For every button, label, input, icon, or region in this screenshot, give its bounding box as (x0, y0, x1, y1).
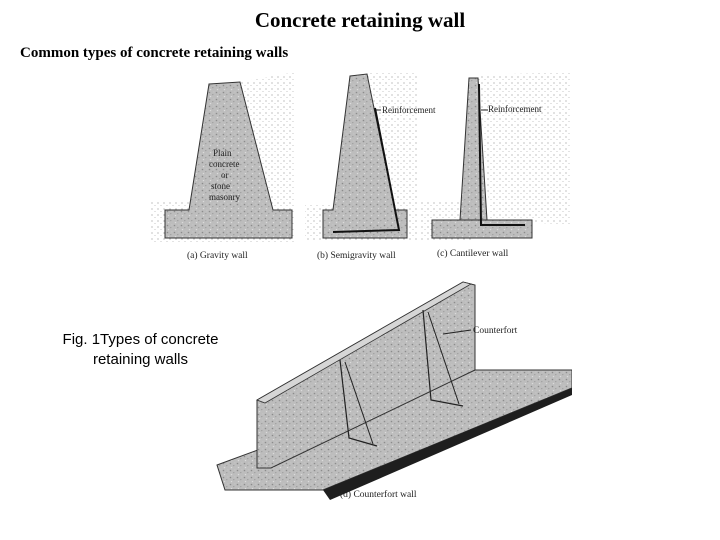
counterfort-rib-1 (339, 359, 378, 447)
gravity-material-line-3: or (221, 170, 229, 180)
gravity-wall-body (164, 81, 293, 239)
gravity-material-line-2: concrete (209, 159, 239, 169)
cantilever-backfill (478, 72, 570, 225)
gravity-wall-backfill (240, 72, 295, 230)
gravity-wall-caption: (a) Gravity wall (187, 250, 248, 261)
gravity-material-line-4: stone (211, 181, 230, 191)
counterfort-label: Counterfort (473, 325, 518, 336)
counterfort-rib-1-inner (344, 361, 374, 445)
cantilever-base-slab (431, 219, 533, 239)
counterfort-wall-diagram: Counterfort (d) Counterfort wall (215, 275, 572, 506)
semigravity-wall-caption: (b) Semigravity wall (317, 250, 396, 261)
retaining-walls-figure: Plain concrete or stone masonry (a) Grav… (145, 70, 572, 506)
semigravity-wall-diagram: Reinforcement (b) Semigravity wall (305, 72, 436, 261)
figure-caption-line-1: Fig. 1Types of concrete (62, 331, 219, 348)
cantilever-wall-caption: (c) Cantilever wall (437, 248, 509, 259)
cantilever-wall-diagram: Reinforcement (c) Cantilever wall (420, 72, 570, 259)
gravity-material-line-1: Plain (213, 148, 232, 158)
counterfort-rib-2-inner (427, 311, 460, 405)
gravity-material-line-5: masonry (209, 192, 240, 202)
slide-subtitle: Common types of concrete retaining walls (20, 45, 289, 61)
figure-caption: Fig. 1Types of concrete retaining walls (48, 330, 233, 370)
counterfort-rib-2 (422, 309, 464, 407)
gravity-wall-diagram: Plain concrete or stone masonry (a) Grav… (150, 72, 295, 261)
semigravity-backfill (367, 72, 417, 220)
counterfort-leader-line (442, 329, 472, 335)
figure-caption-line-2: retaining walls (92, 351, 189, 368)
counterfort-wall-caption: (d) Counterfort wall (340, 489, 417, 500)
cantilever-reinforcement-label: Reinforcement (488, 104, 542, 114)
semigravity-reinforcement-label: Reinforcement (382, 105, 436, 115)
retaining-walls-drawing: Plain concrete or stone masonry (a) Grav… (150, 72, 572, 506)
counterfort-stem-top (256, 281, 473, 404)
slide-title: Concrete retaining wall (254, 8, 466, 32)
semigravity-reinforcement-bar (332, 107, 401, 233)
counterfort-base-edge (323, 388, 572, 500)
cantilever-reinforcement-bar (478, 83, 525, 226)
